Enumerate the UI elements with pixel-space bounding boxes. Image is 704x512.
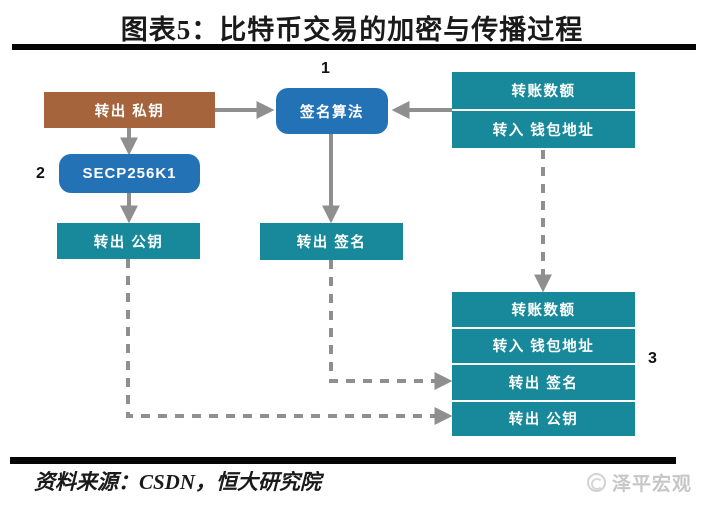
tx-top-row-amount: 转账数额	[452, 72, 635, 111]
tx-bottom-row-signature: 转出 签名	[452, 365, 635, 402]
footer-divider-rule	[10, 457, 676, 464]
dashed-arrow-public-key-to-tx-bottom	[126, 259, 453, 425]
watermark-logo-icon	[586, 473, 606, 492]
step-label-1: 1	[321, 60, 330, 77]
figure-title: 图表5：比特币交易的加密与传播过程	[120, 15, 584, 45]
node-private-key: 转出 私钥	[44, 92, 215, 128]
node-secp256k1: SECP256K1	[59, 154, 200, 193]
node-sign-algorithm: 签名算法	[276, 88, 388, 134]
step-label-3: 3	[648, 350, 657, 367]
tx-bottom-row-wallet-address: 转入 钱包地址	[452, 329, 635, 365]
title-divider-rule	[12, 44, 696, 50]
node-signature: 转出 签名	[260, 223, 403, 260]
step-label-2: 2	[36, 165, 45, 182]
watermark: 泽平宏观	[586, 469, 692, 496]
source-note: 资料来源：CSDN，恒大研究院	[34, 470, 322, 494]
dashed-arrow-signature-to-tx-bottom	[329, 260, 453, 390]
tx-top-row-wallet-address: 转入 钱包地址	[492, 123, 595, 139]
tx-bottom-row-amount: 转账数额	[452, 292, 635, 329]
watermark-text: 泽平宏观	[611, 474, 692, 495]
tx-bottom-row-public-key: 转出 公钥	[508, 412, 579, 429]
node-transaction-data-top: 转账数额 转入 钱包地址	[452, 72, 635, 148]
node-public-key: 转出 公钥	[57, 223, 200, 259]
node-transaction-data-bottom: 转账数额 转入 钱包地址 转出 签名 转出 公钥	[452, 292, 635, 436]
